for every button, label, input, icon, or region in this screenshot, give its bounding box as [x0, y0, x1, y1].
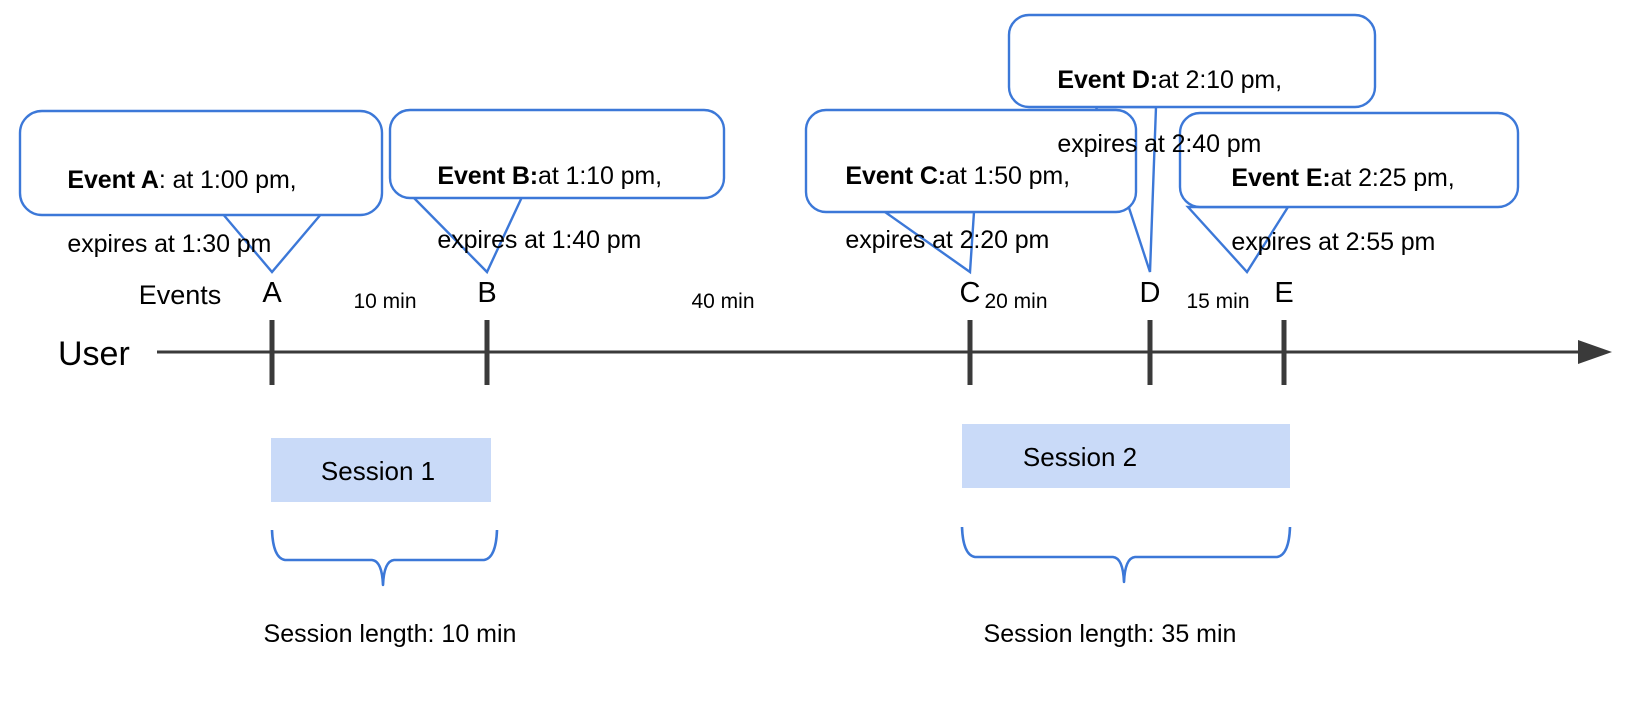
session-bar-2	[962, 424, 1290, 488]
callout-box-a	[18, 109, 384, 217]
callout-lead-c: Event C:	[845, 162, 947, 190]
callout-box-b	[388, 108, 726, 200]
timeline-arrow-icon	[1578, 340, 1612, 364]
callout-line2-a: expires at 1:30 pm	[67, 230, 272, 258]
callout-lead-b: Event B:	[437, 162, 539, 190]
callout-text-d: Event D:at 2:10 pm, expires at 2:40 pm	[1030, 32, 1370, 192]
user-row-label: User	[58, 335, 130, 373]
callout-text-c: Event C:at 1:50 pm, expires at 2:20 pm	[818, 128, 1128, 288]
event-label-e: E	[1274, 277, 1294, 309]
event-label-a: A	[262, 277, 282, 309]
callout-rest-b: at 1:10 pm,	[538, 162, 662, 190]
gap-label-d-e: 15 min	[1186, 290, 1250, 313]
callout-line2-b: expires at 1:40 pm	[437, 226, 642, 254]
session-length-1: Session length: 10 min	[263, 620, 517, 648]
gap-label-c-d: 20 min	[984, 290, 1048, 313]
callout-text-b: Event B:at 1:10 pm, expires at 1:40 pm	[410, 128, 720, 288]
callout-text-a: Event A: at 1:00 pm, expires at 1:30 pm	[40, 132, 370, 292]
callout-rest-c: at 1:50 pm,	[946, 162, 1070, 190]
callout-rest-e: at 2:25 pm,	[1330, 164, 1455, 192]
session-length-2: Session length: 35 min	[983, 620, 1237, 648]
callout-box-e	[1178, 111, 1520, 209]
callout-text-e: Event E:at 2:25 pm, expires at 2:55 pm	[1204, 130, 1518, 290]
session-brace-1	[270, 529, 499, 587]
callout-line2-e: expires at 2:55 pm	[1231, 228, 1436, 256]
callout-line2-d: expires at 2:40 pm	[1057, 130, 1262, 158]
callout-rest-d: at 2:10 pm,	[1158, 66, 1282, 94]
session-label-1: Session 1	[320, 456, 436, 486]
event-label-b: B	[477, 277, 497, 309]
event-label-d: D	[1139, 277, 1161, 309]
callout-lead-d: Event D:	[1057, 66, 1159, 94]
callout-box-c	[804, 108, 1138, 214]
callout-rest-a: : at 1:00 pm,	[158, 166, 297, 194]
callout-box-d	[1007, 13, 1377, 109]
gap-label-a-b: 10 min	[353, 290, 417, 313]
session-brace-2	[960, 526, 1292, 584]
callout-line2-c: expires at 2:20 pm	[845, 226, 1050, 254]
events-row-label: Events	[138, 280, 222, 310]
gap-label-b-c: 40 min	[691, 290, 755, 313]
callout-lead-a: Event A	[67, 166, 159, 194]
session-label-2: Session 2	[1022, 442, 1138, 472]
event-label-c: C	[959, 277, 981, 309]
session-bar-1	[271, 438, 491, 502]
callout-lead-e: Event E:	[1231, 164, 1331, 192]
